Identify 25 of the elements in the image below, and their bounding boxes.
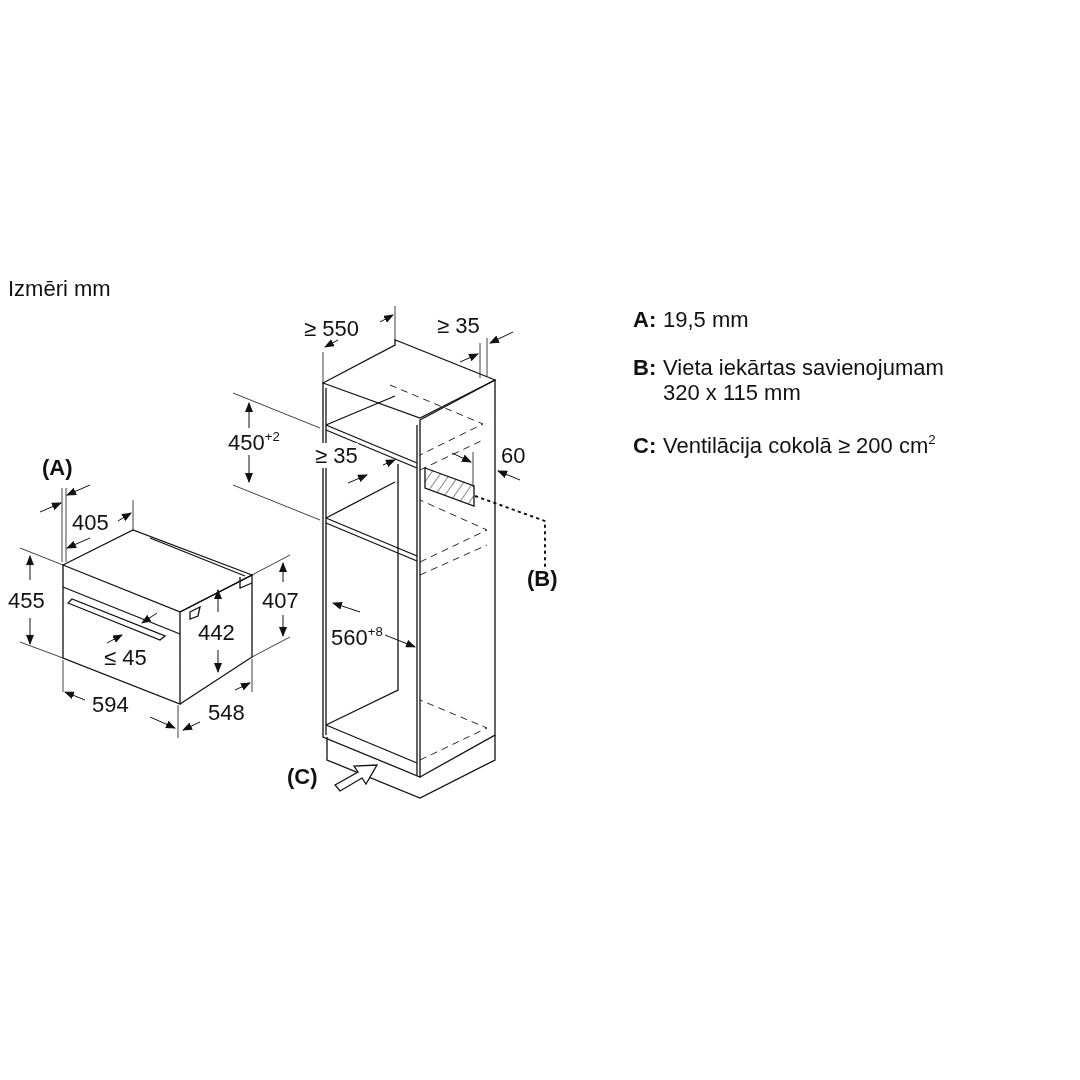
- connection-area: [424, 467, 475, 507]
- callout-letter: (A): [42, 455, 73, 481]
- dimension-value: ≤ 45: [104, 645, 147, 671]
- note-key: B:: [633, 355, 657, 381]
- dimension-value: 60: [501, 443, 526, 469]
- note-text: Vieta iekārtas savienojumam 320 x 115 mm: [663, 355, 945, 406]
- dimension-value: 450$^{+2}$: [228, 430, 280, 456]
- dimension-value: ≥ 35: [437, 313, 480, 339]
- leader-line: [474, 495, 546, 567]
- callout-letter: (C): [287, 764, 318, 790]
- text-label: Izmēri mm: [8, 276, 111, 302]
- note-key: A:: [633, 307, 657, 333]
- dimension-value: ≥ 550: [304, 316, 359, 342]
- dimension-value: 405: [72, 510, 109, 536]
- dimension-value: 455: [8, 588, 45, 614]
- callout-letter: (B): [527, 566, 558, 592]
- dimension-value: 560$^{+8}$: [331, 625, 383, 651]
- dimension-value: 442: [198, 620, 235, 646]
- dimension-value: 407: [262, 588, 299, 614]
- dimension-value: 594: [92, 692, 129, 718]
- note-key: C:: [633, 433, 657, 459]
- note-text: 19,5 mm: [663, 307, 749, 333]
- note-text: Ventilācija cokolā ≥ 200 cm$^{2}$: [663, 433, 936, 459]
- dimension-value: 548: [208, 700, 245, 726]
- dimension-value: ≥ 35: [315, 443, 358, 469]
